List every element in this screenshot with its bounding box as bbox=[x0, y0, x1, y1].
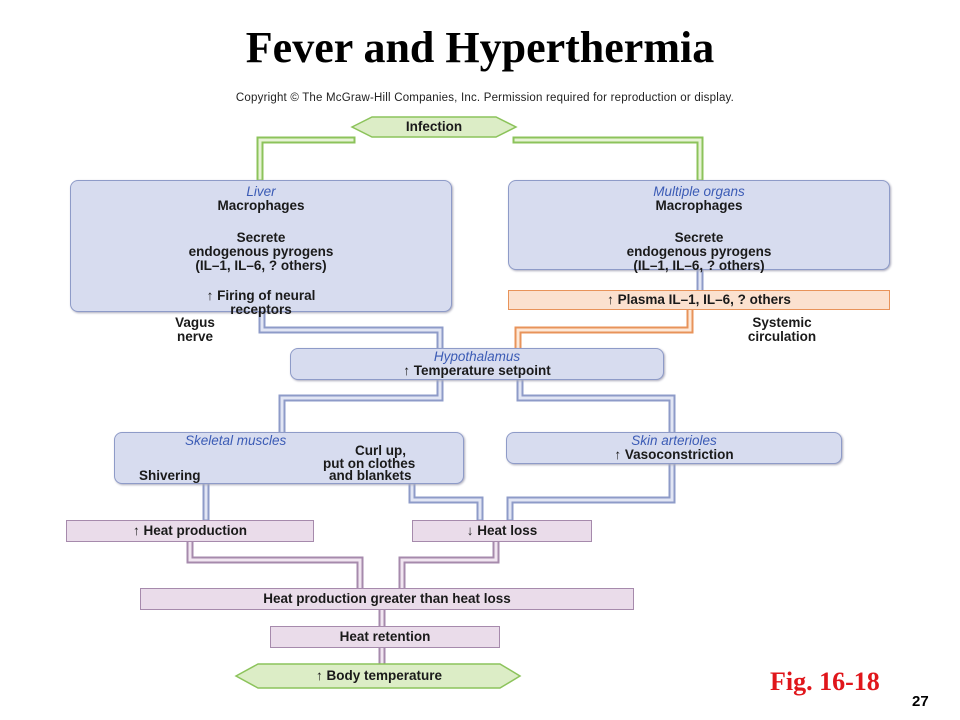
liver-box: Liver Macrophages Secrete endogenous pyr… bbox=[70, 180, 452, 317]
slide-title: Fever and Hyperthermia bbox=[245, 23, 715, 72]
plasma-box: ↑ Plasma IL–1, IL–6, ? others bbox=[508, 290, 890, 310]
vagus-line2: nerve bbox=[176, 329, 214, 344]
body-temperature-label: ↑ Body temperature bbox=[315, 668, 443, 683]
systemic-circulation-label: Systemic circulation bbox=[712, 316, 852, 344]
skin-arterioles-box: Skin arterioles ↑ Vasoconstriction bbox=[506, 432, 842, 464]
page-number: 27 bbox=[912, 693, 929, 710]
skeletal-clothes: put on clothes bbox=[323, 456, 416, 471]
organs-title: Multiple organs bbox=[653, 184, 745, 199]
liver-receptors: receptors bbox=[230, 302, 292, 317]
liver-neural-firing: ↑ Firing of neural bbox=[206, 288, 316, 303]
hypothalamus-title: Hypothalamus bbox=[433, 349, 521, 364]
skeletal-title: Skeletal muscles bbox=[185, 433, 287, 448]
organs-secrete: Secrete bbox=[674, 230, 724, 245]
hypothalamus-setpoint: ↑ Temperature setpoint bbox=[403, 363, 551, 378]
systemic-line1: Systemic bbox=[752, 315, 812, 330]
vagus-line1: Vagus bbox=[175, 315, 215, 330]
organs-interleukins: (IL–1, IL–6, ? others) bbox=[633, 258, 765, 273]
liver-interleukins: (IL–1, IL–6, ? others) bbox=[195, 258, 327, 273]
liver-title: Liver bbox=[246, 184, 276, 199]
heat-loss-label: ↓ Heat loss bbox=[466, 523, 538, 538]
connector-infection-organs bbox=[512, 136, 704, 182]
heat-production-label: ↑ Heat production bbox=[133, 523, 247, 538]
skeletal-shivering: Shivering bbox=[139, 468, 201, 483]
connector-skin-heatloss bbox=[506, 460, 676, 522]
heat-retention-label: Heat retention bbox=[339, 629, 431, 644]
connector-heatproduction-greater bbox=[186, 538, 364, 592]
hypothalamus-box: Hypothalamus ↑ Temperature setpoint bbox=[290, 348, 664, 380]
skeletal-curl-up: Curl up, bbox=[355, 443, 406, 458]
organs-macrophages: Macrophages bbox=[655, 198, 743, 213]
connector-hypothalamus-skeletal bbox=[278, 376, 444, 436]
heat-production-box: ↑ Heat production bbox=[66, 520, 314, 542]
vagus-nerve-label: Vagus nerve bbox=[150, 316, 240, 344]
body-temperature-hexagon bbox=[234, 663, 522, 689]
skin-title: Skin arterioles bbox=[631, 433, 717, 448]
plasma-label: ↑ Plasma IL–1, IL–6, ? others bbox=[607, 292, 791, 307]
multiple-organs-box: Multiple organs Macrophages Secrete endo… bbox=[508, 180, 890, 273]
copyright-notice: Copyright © The McGraw-Hill Companies, I… bbox=[235, 92, 735, 104]
connector-heatloss-greater bbox=[398, 538, 500, 592]
skin-vasoconstriction: ↑ Vasoconstriction bbox=[614, 447, 734, 462]
infection-hexagon bbox=[350, 116, 518, 138]
liver-pyrogens: endogenous pyrogens bbox=[188, 244, 334, 259]
heat-balance-label: Heat production greater than heat loss bbox=[263, 591, 511, 606]
heat-loss-box: ↓ Heat loss bbox=[412, 520, 592, 542]
heat-retention-box: Heat retention bbox=[270, 626, 500, 648]
liver-secrete: Secrete bbox=[236, 230, 286, 245]
connector-hypothalamus-skin bbox=[516, 376, 676, 436]
liver-macrophages: Macrophages bbox=[217, 198, 305, 213]
infection-label: Infection bbox=[405, 119, 463, 134]
skeletal-blankets: and blankets bbox=[329, 468, 412, 483]
systemic-line2: circulation bbox=[747, 329, 817, 344]
figure-label: Fig. 16-18 bbox=[770, 667, 880, 696]
skeletal-muscles-box: Skeletal muscles Curl up, put on clothes… bbox=[114, 432, 464, 484]
organs-pyrogens: endogenous pyrogens bbox=[626, 244, 772, 259]
heat-balance-box: Heat production greater than heat loss bbox=[140, 588, 634, 610]
connector-infection-liver bbox=[256, 136, 356, 182]
